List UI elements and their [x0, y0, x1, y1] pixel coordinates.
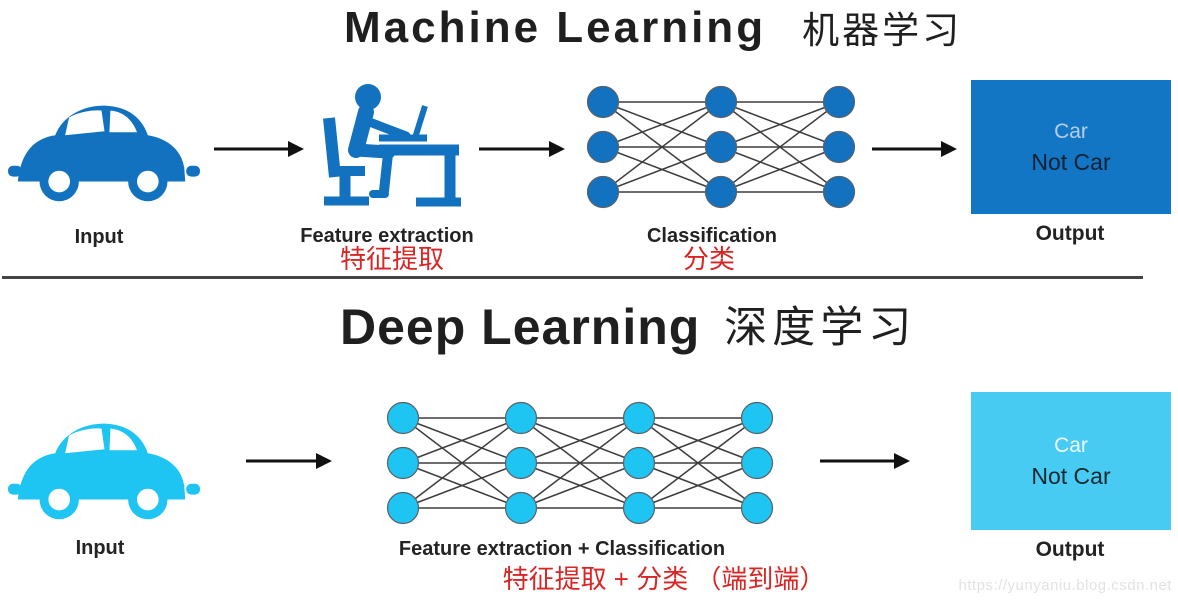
ml-output-notcar-label: Not Car [1031, 148, 1111, 175]
dl-output-label: Output [1035, 538, 1105, 561]
ml-title-en: Machine Learning [344, 3, 767, 52]
ml-section-title: Machine Learning 机器学习 [344, 6, 962, 50]
car-icon-dl [8, 423, 200, 520]
dl-network-label: Feature extraction + Classification [398, 538, 726, 560]
person-at-desk-icon [323, 84, 461, 207]
arrow-right-icon [479, 141, 565, 157]
dl-network-label-zh: 特征提取 + 分类 （端到端） [502, 564, 826, 594]
arrow-right-icon [246, 453, 332, 469]
dl-section-title: Deep Learning 深度学习 [340, 302, 916, 352]
ml-output-car-label: Car [1054, 119, 1088, 143]
ml-network-diagram [585, 84, 857, 215]
section-divider [2, 276, 1143, 279]
car-icon-ml [8, 105, 200, 202]
dl-input-label: Input [75, 537, 125, 559]
arrow-right-icon [820, 453, 910, 469]
ml-feature-label-zh: 特征提取 [339, 244, 445, 274]
dl-output-car-label: Car [1054, 433, 1088, 457]
ml-input-label: Input [74, 226, 124, 248]
ml-classification-label-zh: 分类 [682, 244, 736, 274]
ml-title-zh: 机器学习 [802, 10, 963, 51]
dl-title-en: Deep Learning [340, 299, 701, 355]
arrow-right-icon [214, 141, 304, 157]
dl-title-zh: 深度学习 [724, 304, 917, 352]
ml-output-box: Car Not Car [971, 80, 1171, 214]
watermark: https://yunyaniu.blog.csdn.net [958, 577, 1172, 594]
dl-output-notcar-label: Not Car [1031, 462, 1111, 489]
ml-feature-label: Feature extraction [300, 225, 474, 247]
ml-output-label: Output [1035, 222, 1105, 245]
ml-classification-label: Classification [646, 225, 778, 247]
dl-output-box: Car Not Car [971, 392, 1171, 530]
arrow-right-icon [872, 141, 957, 157]
dl-network-diagram [385, 400, 775, 531]
